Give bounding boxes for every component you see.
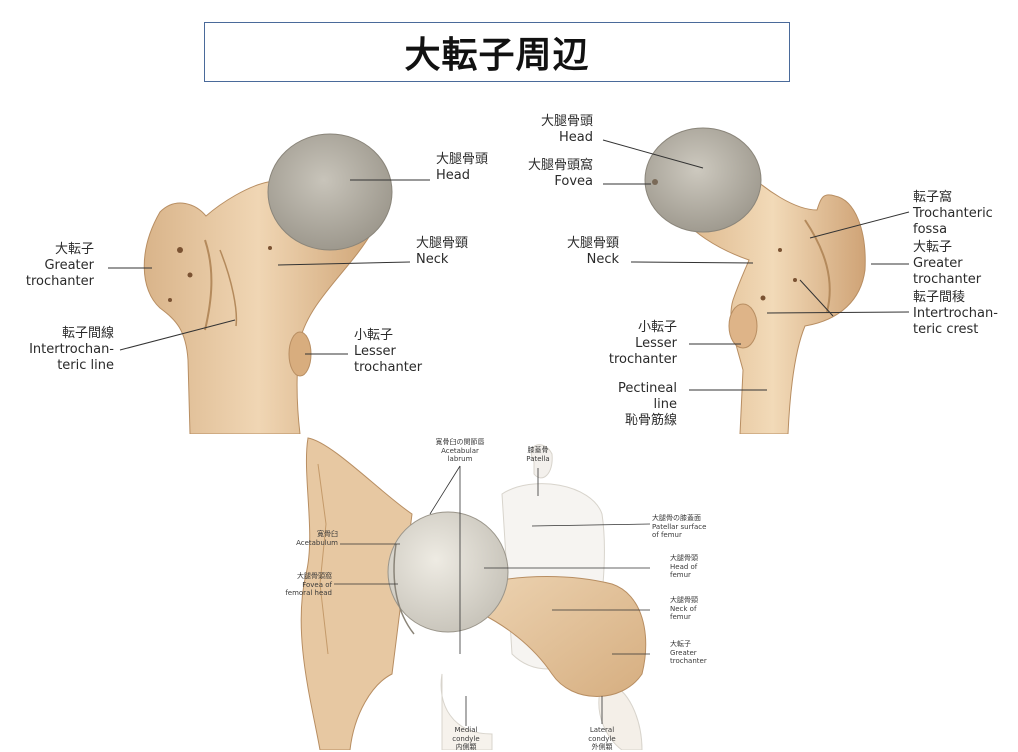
label-head-jp: 大腿骨頭 — [540, 114, 593, 129]
label-acetabulum-en: Acetabulum — [296, 538, 338, 547]
label-intertroch-en2: teric line — [57, 358, 114, 373]
label-lesser-trochanter: 小転子 Lesser trochanter — [605, 320, 677, 368]
label-crest-en1: Intertrochan- — [913, 306, 998, 321]
label-neck-of-femur-en2: femur — [670, 613, 691, 621]
label-intertroch-en1: Intertrochan- — [29, 342, 114, 357]
label-neck-of-femur: 大腿骨頸 Neck of femur — [670, 596, 698, 622]
label-greater-trochanter: 大転子 Greater trochanter — [670, 640, 707, 666]
label-fossa-jp: 転子窩 — [913, 190, 953, 205]
label-fovea-jp: 大腿骨頭窩 — [297, 572, 332, 580]
label-fovea-of-femoral-head: 大腿骨頭窩 Fovea of femoral head — [262, 572, 332, 598]
label-lateral-en1: Lateral — [589, 726, 615, 734]
label-fossa-en2: fossa — [913, 222, 948, 237]
label-medial-en2: condyle — [452, 734, 480, 743]
label-lateral-en2: condyle — [588, 734, 616, 743]
label-neck-jp: 大腿骨頸 — [566, 236, 619, 251]
label-crest-jp: 転子間稜 — [913, 290, 966, 305]
label-medial-condyle: Medial condyle 内側顆 — [446, 726, 486, 752]
label-neck-of-femur-jp: 大腿骨頸 — [670, 596, 698, 604]
title-box: 大転子周辺 — [204, 22, 790, 82]
label-intertrochanteric-line: 転子間線 Intertrochan- teric line — [20, 326, 114, 374]
label-labrum-en2: labrum — [447, 455, 473, 463]
label-patellar-surface-en1: Patellar surface — [652, 522, 707, 531]
label-trochanteric-fossa: 転子窩 Trochanteric fossa — [913, 190, 993, 238]
label-lateral-jp: 外側顆 — [591, 743, 613, 751]
label-patellar-surface: 大腿骨の膝蓋面 Patellar surface of femur — [652, 514, 706, 540]
label-head-of-femur-jp: 大腿骨頭 — [670, 554, 698, 562]
label-greater-en1: Greater — [913, 256, 963, 271]
label-lesser-en1: Lesser — [354, 344, 396, 359]
label-head: 大腿骨頭 Head — [436, 152, 488, 184]
label-lesser-jp: 小転子 — [637, 320, 677, 335]
label-lateral-condyle: Lateral condyle 外側顆 — [582, 726, 622, 752]
label-greater-trochanter: 大転子 Greater trochanter — [913, 240, 981, 288]
label-neck-jp: 大腿骨頸 — [416, 236, 469, 251]
label-neck-of-femur-en1: Neck of — [670, 604, 697, 613]
anterior-femur-illustration — [108, 133, 430, 434]
label-head-of-femur-en2: femur — [670, 571, 691, 579]
hip-joint-panel: 寛骨臼の関節唇 Acetabular labrum 膝蓋骨 Patella 大腿… — [262, 434, 742, 752]
label-lesser-en2: trochanter — [608, 352, 677, 367]
label-patella-en: Patella — [526, 454, 550, 463]
label-patella-jp: 膝蓋骨 — [527, 446, 549, 454]
label-fossa-en1: Trochanteric — [913, 206, 993, 221]
label-fovea: 大腿骨頭窩 Fovea — [505, 158, 593, 190]
label-patellar-surface-jp: 大腿骨の膝蓋面 — [652, 514, 701, 522]
label-neck-en: Neck — [416, 252, 449, 267]
label-head-en: Head — [436, 168, 470, 183]
label-pectineal-en2: line — [653, 397, 677, 412]
label-lesser-jp: 小転子 — [354, 328, 394, 343]
label-greater-jp: 大転子 — [670, 640, 691, 648]
label-lesser-trochanter: 小転子 Lesser trochanter — [354, 328, 422, 376]
label-head-en: Head — [559, 130, 593, 145]
posterior-femur-panel: 大腿骨頭 Head 大腿骨頭窩 Fovea 大腿骨頸 Neck 転子窩 Troc… — [505, 100, 1018, 434]
label-lesser-en2: trochanter — [354, 360, 423, 375]
label-head: 大腿骨頭 Head — [517, 114, 593, 146]
page-title: 大転子周辺 — [404, 35, 590, 76]
label-head-of-femur: 大腿骨頭 Head of femur — [670, 554, 698, 580]
label-greater-en1: Greater — [44, 258, 94, 273]
label-patella: 膝蓋骨 Patella — [518, 446, 558, 463]
label-labrum-en1: Acetabular — [441, 446, 479, 455]
label-medial-en1: Medial — [454, 726, 478, 734]
label-greater-en1: Greater — [670, 648, 697, 657]
label-fovea-en1: Fovea of — [302, 580, 332, 589]
label-patellar-surface-en2: of femur — [652, 531, 682, 539]
label-fovea-en2: femoral head — [285, 589, 332, 597]
label-greater-trochanter: 大転子 Greater trochanter — [20, 242, 94, 290]
label-neck: 大腿骨頸 Neck — [416, 236, 468, 268]
label-acetabulum: 寛骨臼 Acetabulum — [272, 530, 338, 547]
label-neck: 大腿骨頸 Neck — [545, 236, 619, 268]
anterior-femur-panel: 大腿骨頭 Head 大腿骨頸 Neck 大転子 Greater trochant… — [0, 100, 505, 434]
posterior-femur-illustration — [602, 127, 910, 434]
label-medial-jp: 内側顆 — [455, 743, 477, 751]
label-fovea-en: Fovea — [554, 174, 593, 189]
label-intertrochanteric-crest: 転子間稜 Intertrochan- teric crest — [913, 290, 998, 338]
label-fovea-jp: 大腿骨頭窩 — [527, 158, 593, 173]
label-greater-jp: 大転子 — [54, 242, 94, 257]
label-greater-en2: trochanter — [670, 657, 707, 665]
label-greater-en2: trochanter — [913, 272, 982, 287]
label-head-of-femur-en1: Head of — [670, 562, 698, 571]
label-acetabulum-jp: 寛骨臼 — [317, 530, 338, 538]
label-head-jp: 大腿骨頭 — [436, 152, 489, 167]
label-acetabular-labrum: 寛骨臼の関節唇 Acetabular labrum — [422, 438, 498, 464]
label-lesser-en1: Lesser — [635, 336, 677, 351]
label-crest-en2: teric crest — [913, 322, 979, 337]
label-pectineal-line: Pectineal line 恥骨筋線 — [605, 381, 677, 429]
label-greater-jp: 大転子 — [913, 240, 953, 255]
label-intertroch-jp: 転子間線 — [61, 326, 114, 341]
hip-joint-illustration — [300, 437, 651, 750]
label-labrum-jp: 寛骨臼の関節唇 — [435, 438, 485, 446]
label-pectineal-en1: Pectineal — [617, 381, 677, 396]
label-greater-en2: trochanter — [25, 274, 94, 289]
label-pectineal-jp: 恥骨筋線 — [624, 413, 677, 428]
label-neck-en: Neck — [586, 252, 619, 267]
